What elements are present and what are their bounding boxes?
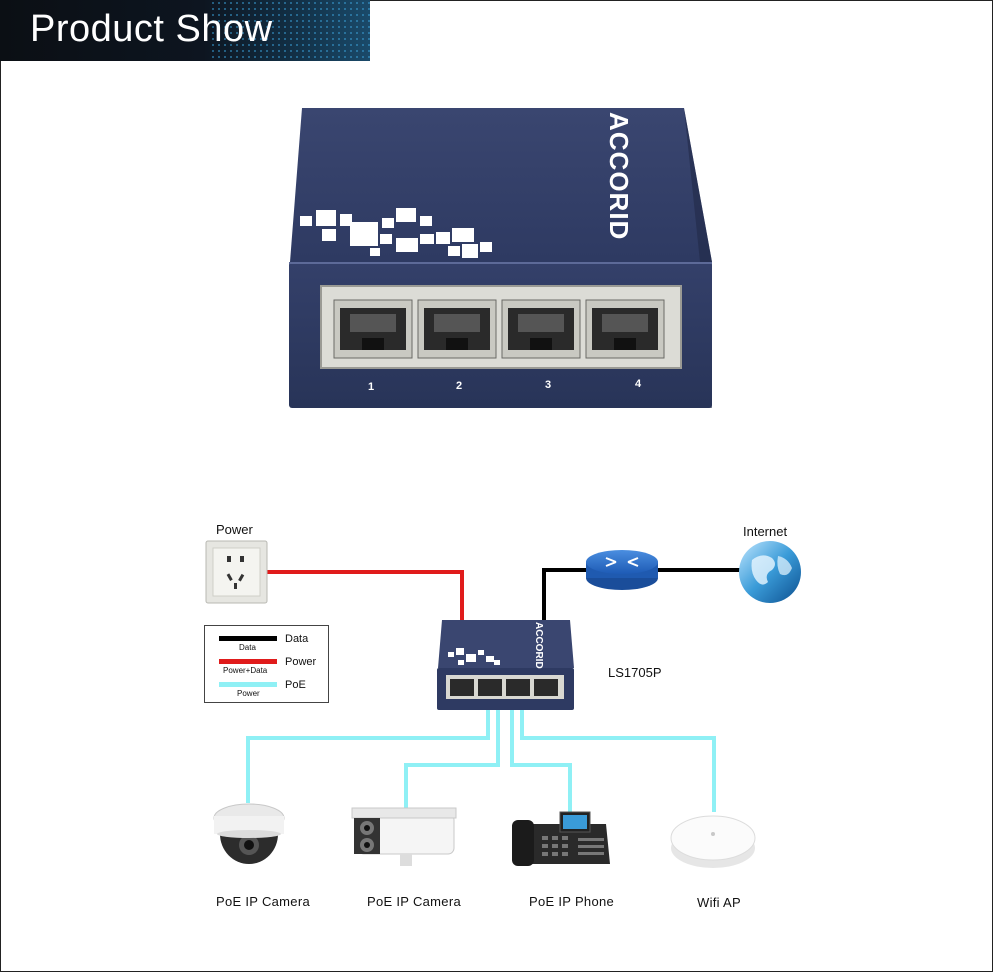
switch-diagram-icon: ACCORID [437,620,574,710]
port-number: 3 [545,379,551,391]
switch-model-label: LS1705P [608,665,662,680]
port-number: 1 [368,381,374,393]
page-title: Product Show [30,8,273,50]
legend: Data Data Power+Data Power Power PoE [204,625,329,703]
legend-data-line [219,636,277,641]
banner-dots-decoration [210,0,370,61]
switch-brand-small: ACCORID [533,622,544,669]
legend-power-caption: Power+Data [223,666,268,675]
ip-phone-icon [512,811,610,866]
section-banner: Product Show [0,0,370,61]
legend-power-label: Power [285,656,317,668]
power-cable [267,570,464,620]
access-point-icon [670,815,756,868]
switch-top-face [290,108,712,262]
legend-data-label: Data [285,633,309,645]
rj45-ports [333,299,665,359]
brand-logo: ACCORID [604,112,634,240]
legend-poe-line [219,682,277,687]
router-icon [586,550,658,590]
power-label: Power [216,522,253,537]
globe-icon [739,541,801,603]
port-number: 4 [635,378,642,390]
legend-data-caption: Data [239,643,256,652]
switch-decor-squares [300,208,492,258]
device-label: Wifi AP [697,895,741,910]
wall-socket-icon [205,540,268,604]
bullet-camera-icon [351,807,457,866]
legend-power-line [219,659,277,664]
data-cable [542,568,590,620]
device-label: PoE IP Camera [367,894,461,909]
device-label: PoE IP Phone [529,894,615,909]
legend-poe-caption: Power [237,689,260,698]
internet-label: Internet [743,524,788,539]
poe-cables [246,710,716,812]
port-number: 2 [456,380,462,392]
device-label: PoE IP Camera [216,894,310,909]
dome-camera-icon [213,803,285,864]
legend-poe-label: PoE [285,679,306,691]
